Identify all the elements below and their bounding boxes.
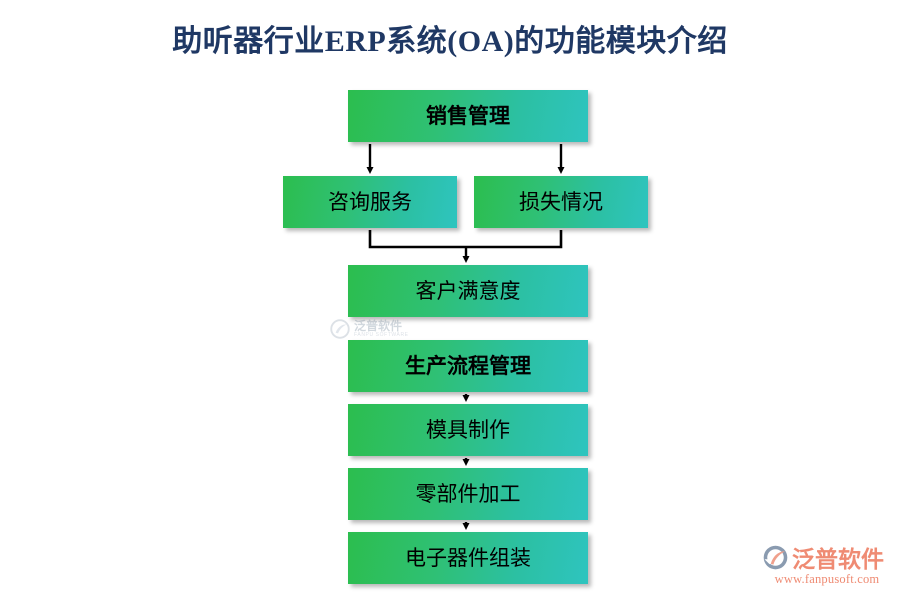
node-label: 损失情况 bbox=[519, 189, 603, 214]
node-label: 销售管理 bbox=[426, 103, 510, 128]
node-loss[interactable]: 损失情况 bbox=[474, 176, 648, 228]
watermark: 泛普软件 FANPU SOFTWARE bbox=[330, 316, 442, 342]
node-parts-machining[interactable]: 零部件加工 bbox=[348, 468, 588, 520]
node-consult[interactable]: 咨询服务 bbox=[283, 176, 457, 228]
node-label: 零部件加工 bbox=[415, 481, 521, 506]
node-customer-satisfaction[interactable]: 客户满意度 bbox=[348, 265, 588, 317]
watermark-name: 泛普软件 bbox=[354, 319, 403, 333]
edge-merge-bar bbox=[368, 230, 563, 249]
brand-name: 泛普软件 bbox=[792, 546, 884, 572]
node-sales[interactable]: 销售管理 bbox=[348, 90, 588, 142]
watermark-subtitle: FANPU SOFTWARE bbox=[354, 332, 409, 338]
node-label: 客户满意度 bbox=[415, 278, 521, 303]
node-label: 模具制作 bbox=[426, 417, 510, 442]
node-mold-making[interactable]: 模具制作 bbox=[348, 404, 588, 456]
node-production-process[interactable]: 生产流程管理 bbox=[348, 340, 588, 392]
node-label: 生产流程管理 bbox=[405, 353, 531, 378]
node-electronic-assembly[interactable]: 电子器件组装 bbox=[348, 532, 588, 584]
node-label: 电子器件组装 bbox=[405, 545, 531, 570]
page-title: 助听器行业ERP系统(OA)的功能模块介绍 bbox=[172, 25, 728, 58]
node-label: 咨询服务 bbox=[328, 189, 412, 214]
fanpu-logo-icon bbox=[330, 319, 350, 339]
brand-logo: 泛普软件 www.fanpusoft.com bbox=[762, 543, 892, 589]
brand-logo-row: 泛普软件 bbox=[762, 543, 892, 572]
fanpu-logo-icon bbox=[763, 545, 788, 569]
brand-url: www.fanpusoft.com bbox=[774, 572, 880, 586]
